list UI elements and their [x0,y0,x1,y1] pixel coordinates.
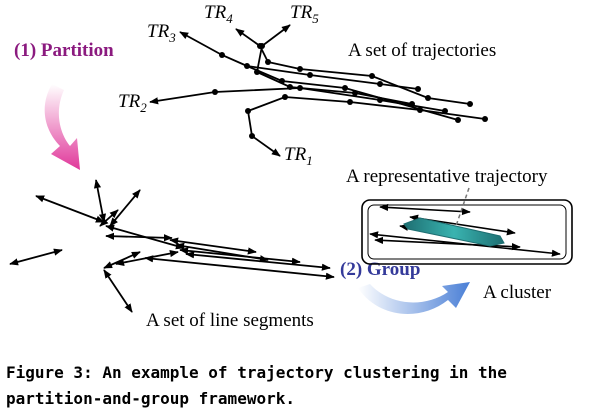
group-step-label: (2) Group [340,259,420,280]
caption-line-1: Figure 3: An example of trajectory clust… [6,363,507,382]
tr1-label: TR1 [284,144,313,168]
cluster-label: A cluster [483,282,552,303]
trajectory-vertices [212,43,488,139]
tr5-label: TR5 [290,2,319,26]
representative-trajectory [403,217,505,247]
group-arrow-icon [358,282,470,314]
trajectories-label: A set of trajectories [348,40,496,61]
partition-step-label: (1) Partition [14,40,114,61]
trajectory-tr3 [179,31,248,67]
line-segments-label: A set of line segments [146,310,314,331]
tr4-label: TR4 [204,2,233,26]
trajectory-strand-d [246,65,459,121]
representative-pointer [455,187,470,227]
caption-line-2: partition-and-group framework. [6,389,295,408]
line-segments-group [9,179,335,313]
partition-arrow-icon [44,84,80,170]
representative-label: A representative trajectory [346,166,548,187]
tr3-label: TR3 [147,21,176,45]
figure-caption: Figure 3: An example of trajectory clust… [6,360,606,412]
tr2-label: TR2 [118,91,147,115]
